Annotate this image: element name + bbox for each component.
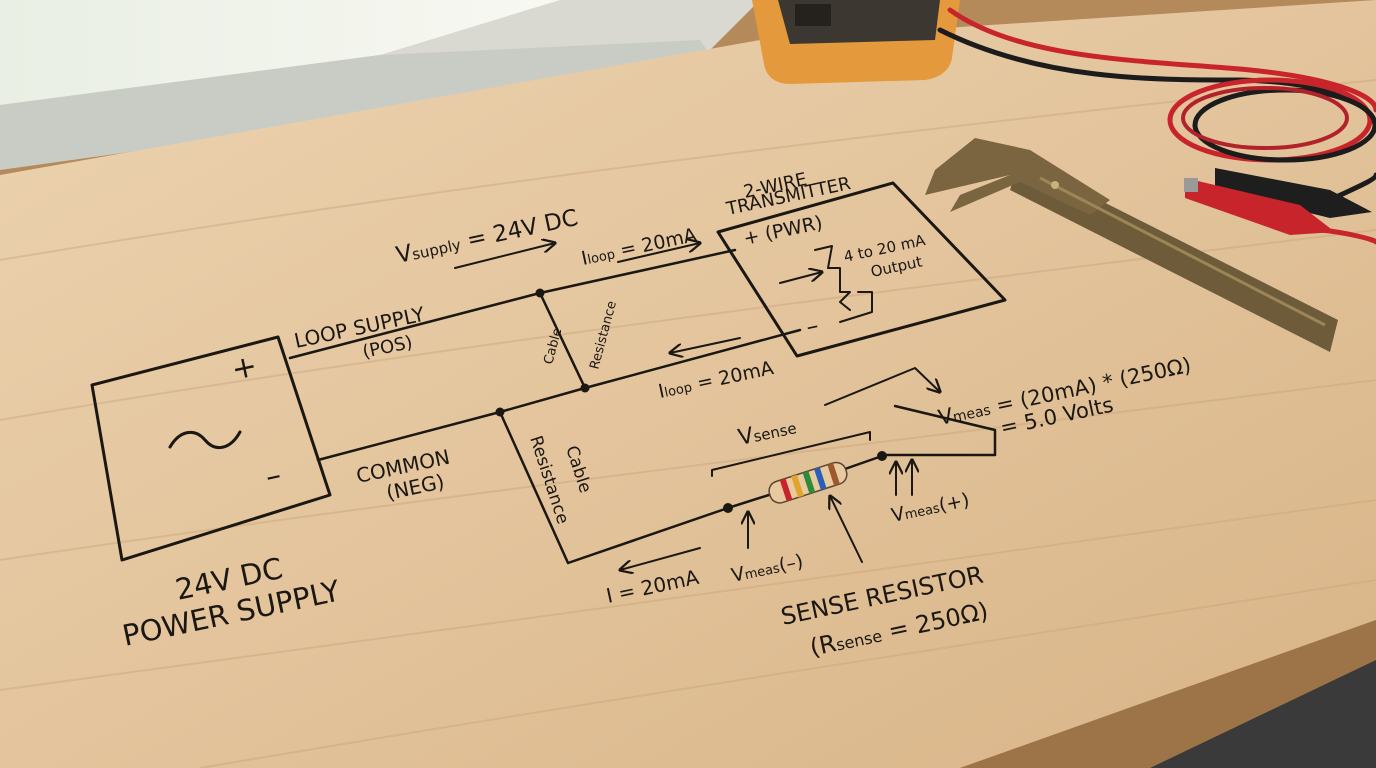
alligator-clip-red <box>1184 178 1335 235</box>
current-arrows <box>454 243 940 570</box>
sense-resistor <box>711 431 887 513</box>
transmitter-minus: – <box>803 311 821 341</box>
power-supply-box: + – <box>90 335 332 562</box>
wires <box>288 248 997 565</box>
power-supply-minus: – <box>262 457 284 494</box>
test-leads <box>937 7 1376 245</box>
multimeter <box>752 0 960 84</box>
caliper <box>925 138 1338 352</box>
v-meas-neg-label: Vmeas(–) <box>729 550 805 587</box>
alligator-clip-black <box>1215 168 1372 218</box>
